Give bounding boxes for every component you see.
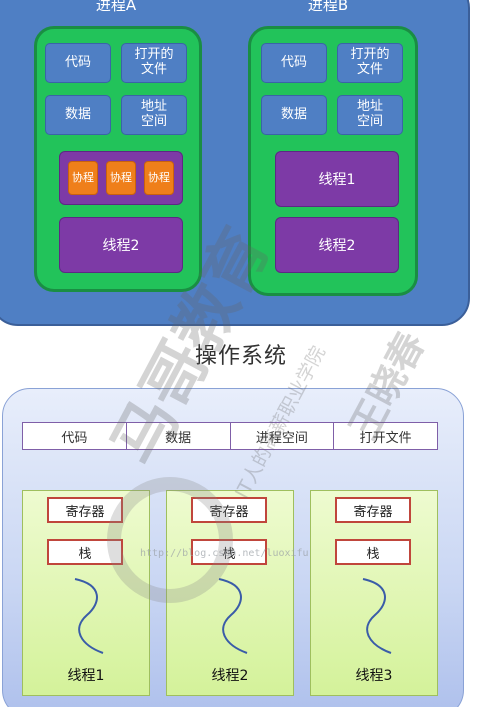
process-a-open-files: 打开的文件 (121, 43, 187, 83)
coroutine-1: 协程 (68, 161, 98, 195)
resource-data: 数据 (127, 423, 231, 449)
thread-1-stack: 栈 (47, 539, 123, 565)
coroutine-2: 协程 (106, 161, 136, 195)
process-b: 代码 打开的文件 数据 地址空间 线程1 线程2 (248, 26, 418, 296)
process-a-code: 代码 (45, 43, 111, 83)
process-a-thread-2: 线程2 (59, 217, 183, 273)
shared-resources-bar: 代码 数据 进程空间 打开文件 (22, 422, 438, 450)
process-b-title: 进程B (307, 0, 349, 14)
resource-process-space: 进程空间 (231, 423, 335, 449)
thread-2-label: 线程2 (211, 668, 249, 684)
thread-column-2: 寄存器 栈 线程2 (166, 490, 294, 696)
thread-2-execution-path (218, 578, 248, 654)
thread-column-3: 寄存器 栈 线程3 (310, 490, 438, 696)
thread-1-execution-path (74, 578, 104, 654)
process-a-coroutine-thread: 协程 协程 协程 (59, 151, 183, 205)
process-a-address-space: 地址空间 (121, 95, 187, 135)
process-a: 代码 打开的文件 数据 地址空间 协程 协程 协程 线程2 (34, 26, 202, 292)
coroutine-3: 协程 (144, 161, 174, 195)
thread-3-label: 线程3 (355, 668, 393, 684)
resource-code: 代码 (23, 423, 127, 449)
thread-3-register: 寄存器 (335, 497, 411, 523)
thread-3-execution-path (362, 578, 392, 654)
thread-2-stack: 栈 (191, 539, 267, 565)
process-b-open-files: 打开的文件 (337, 43, 403, 83)
thread-2-register: 寄存器 (191, 497, 267, 523)
process-a-data: 数据 (45, 95, 111, 135)
thread-1-label: 线程1 (67, 668, 105, 684)
process-b-address-space: 地址空间 (337, 95, 403, 135)
process-b-thread-1: 线程1 (275, 151, 399, 207)
resource-open-files: 打开文件 (359, 430, 412, 446)
process-a-title: 进程A (95, 0, 137, 14)
thread-1-register: 寄存器 (47, 497, 123, 523)
process-b-data: 数据 (261, 95, 327, 135)
process-b-thread-2: 线程2 (275, 217, 399, 273)
os-label: 操作系统 (194, 344, 287, 369)
process-b-code: 代码 (261, 43, 327, 83)
thread-column-1: 寄存器 栈 线程1 (22, 490, 150, 696)
thread-3-stack: 栈 (335, 539, 411, 565)
